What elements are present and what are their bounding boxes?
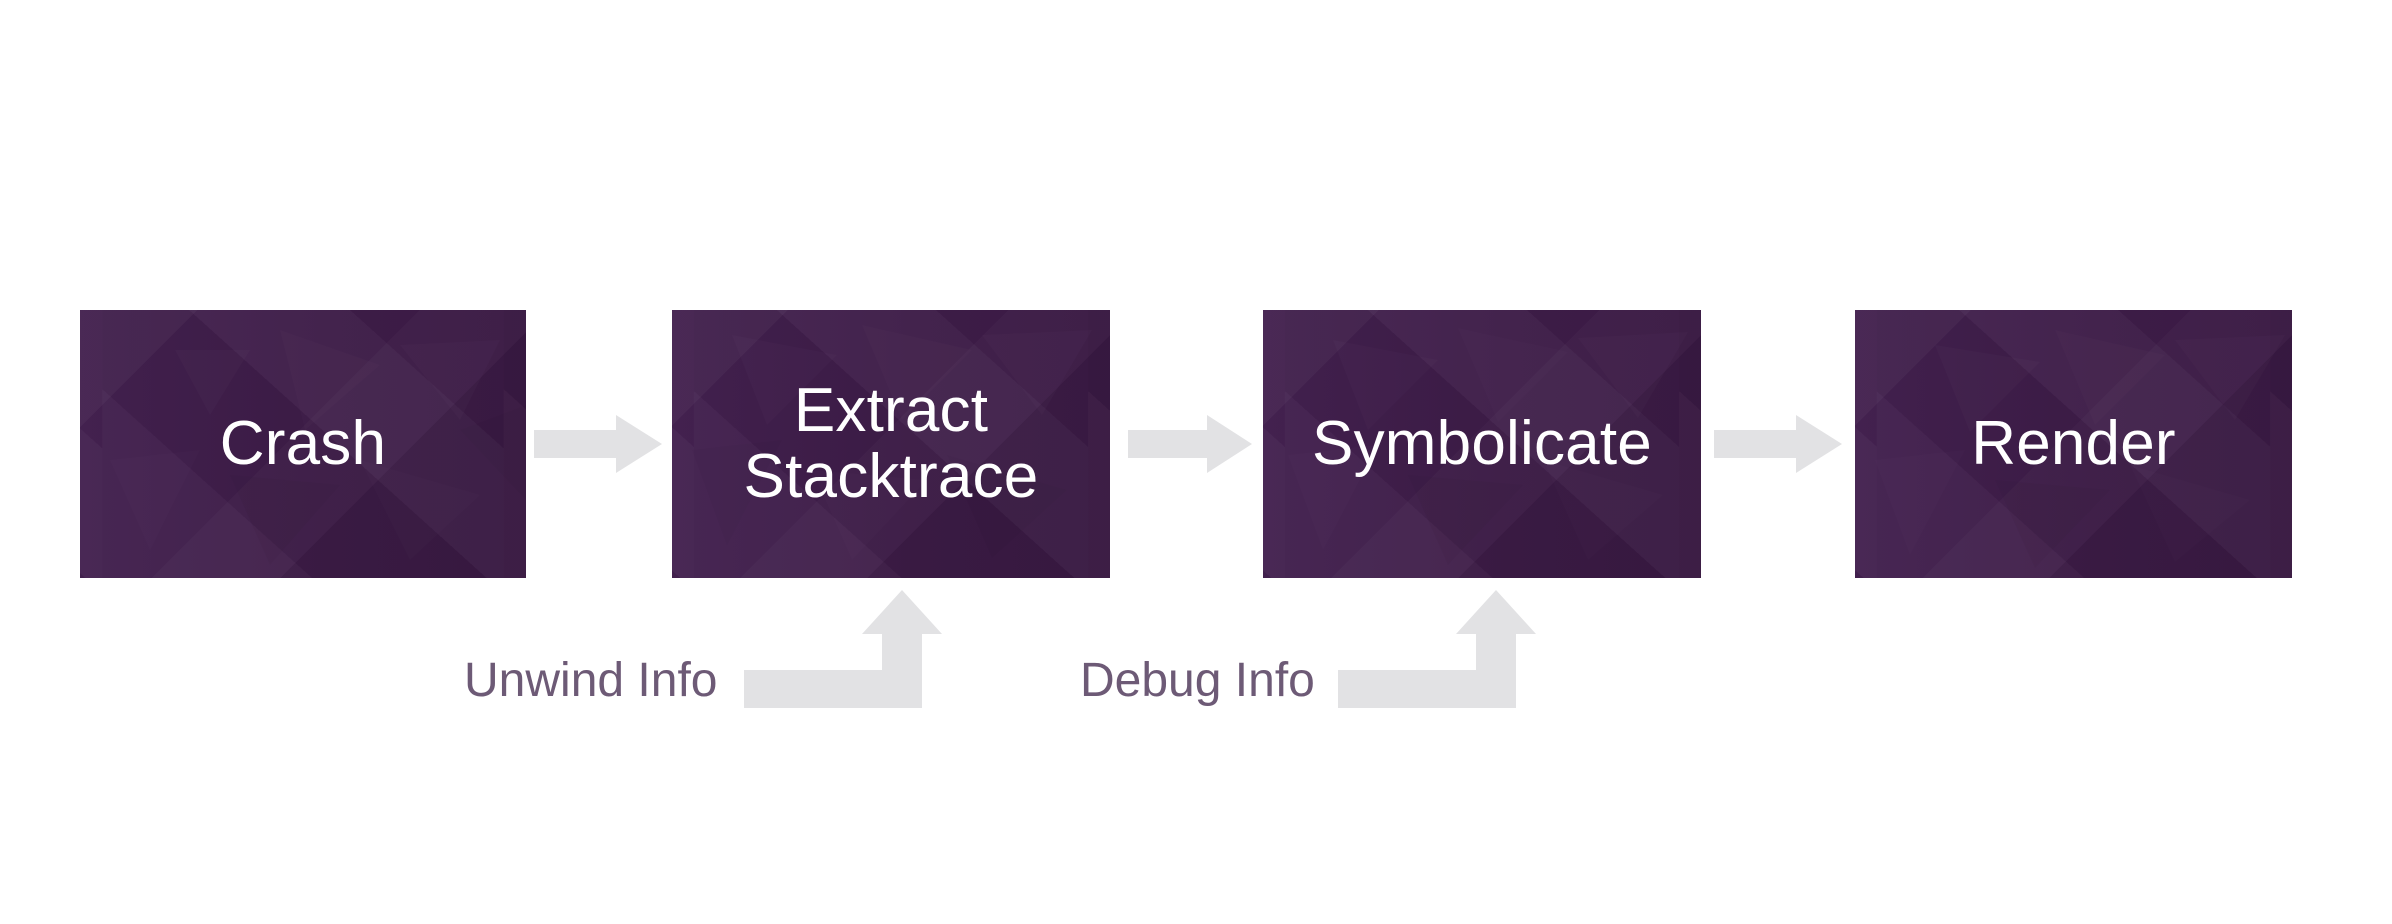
process-box-crash[interactable]: Crash <box>80 310 526 578</box>
input-label-debug-info: Debug Info <box>1080 654 1315 707</box>
process-box-symbolicate[interactable]: Symbolicate <box>1263 310 1701 578</box>
elbow-arrow-up-icon <box>1338 586 1536 708</box>
process-box-extract-stacktrace[interactable]: Extract Stacktrace <box>672 310 1110 578</box>
process-box-render[interactable]: Render <box>1855 310 2292 578</box>
elbow-arrow-up-icon <box>744 586 942 708</box>
arrow-right-icon <box>534 415 662 473</box>
process-box-label: Symbolicate <box>1312 408 1652 478</box>
input-label-unwind-info: Unwind Info <box>464 654 718 707</box>
arrow-right-icon <box>1128 415 1252 473</box>
process-box-label: Crash <box>219 408 387 478</box>
process-box-label: Render <box>1971 408 2176 478</box>
arrow-right-icon <box>1714 415 1842 473</box>
process-box-label: Extract Stacktrace <box>743 375 1039 511</box>
